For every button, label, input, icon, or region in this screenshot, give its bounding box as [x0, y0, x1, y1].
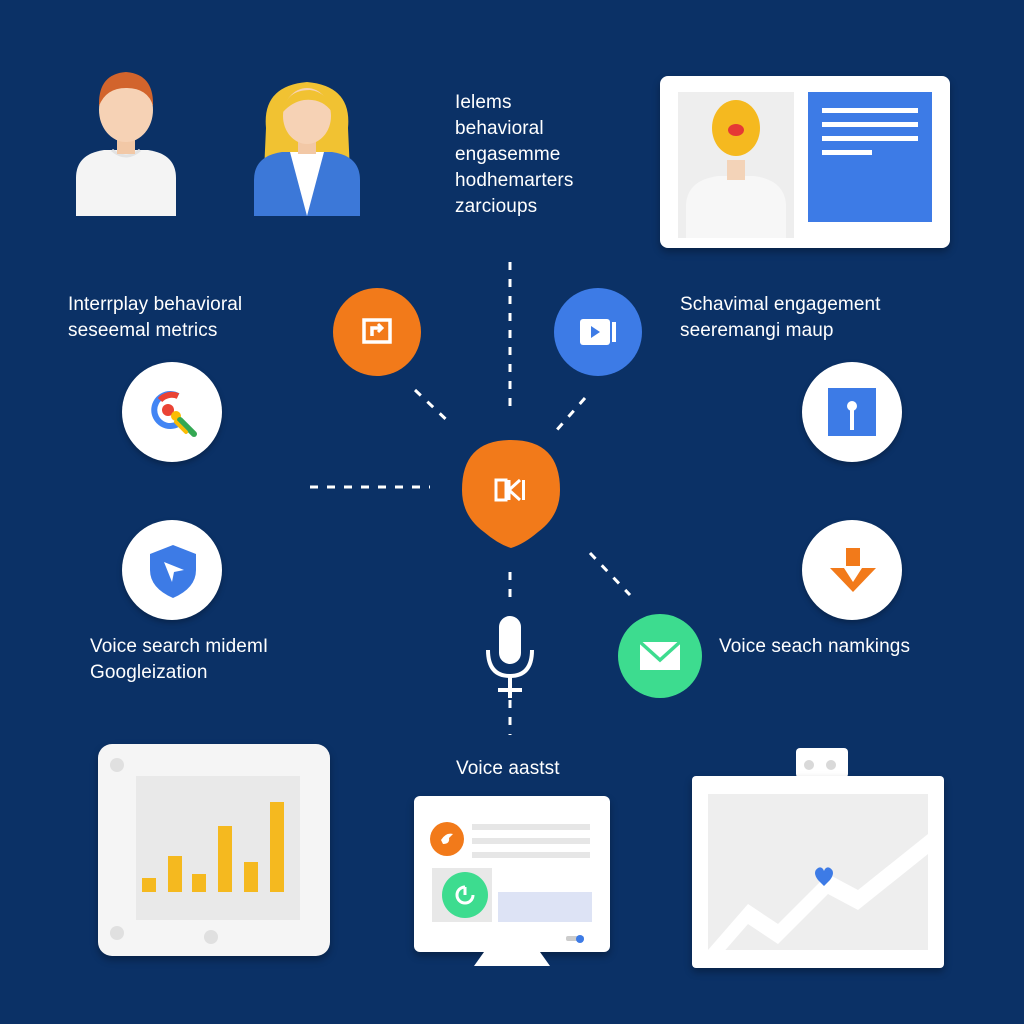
left-lower-line-1: Voice search midemI — [90, 636, 269, 657]
detail-line — [822, 122, 918, 127]
left-mid-line-2: seseemal metrics — [68, 320, 218, 341]
monitor-line — [472, 852, 590, 858]
download-node — [802, 520, 902, 620]
refresh-icon — [455, 885, 475, 905]
left-lower-label: Voice search midemI Googleization — [90, 634, 268, 686]
shield-node — [122, 520, 222, 620]
monitor-avatar — [430, 822, 464, 856]
microphone-icon — [486, 616, 534, 698]
bar-chart-device — [98, 744, 330, 956]
left-lower-line-2: Googleization — [90, 662, 208, 683]
board-screen — [708, 794, 928, 950]
right-lower-line-1: Voice seach namkings — [719, 636, 911, 657]
detail-line — [822, 108, 918, 113]
connector-upper-left — [413, 388, 454, 427]
right-mid-line-2: seeremangi maup — [680, 320, 834, 341]
shield-icon — [150, 545, 196, 598]
top-center-line-4: hodhemarters — [455, 170, 574, 191]
device-button — [110, 758, 124, 772]
chart-bar — [244, 862, 258, 892]
google-search-icon — [151, 391, 197, 437]
trend-graphic — [708, 834, 928, 950]
monitor-line — [472, 838, 590, 844]
top-center-line-5: zarciоups — [455, 196, 538, 217]
profile-details-panel — [808, 92, 932, 222]
board — [692, 776, 944, 968]
board-clip — [796, 748, 848, 778]
monitor-content-block — [498, 892, 592, 922]
chart-bar — [142, 878, 156, 892]
center-node — [458, 436, 564, 550]
lock-node — [802, 362, 902, 462]
profile-card — [660, 76, 950, 248]
mail-node — [618, 614, 702, 698]
refresh-box-icon — [362, 318, 392, 344]
connector-lower-right — [588, 551, 632, 597]
download-arrow-icon — [830, 548, 876, 592]
monitor-indicator-dot — [576, 935, 584, 943]
orange-node — [333, 288, 421, 376]
bird-icon — [441, 833, 453, 844]
lock-icon — [828, 388, 876, 436]
clip-dot — [804, 760, 814, 770]
clip-dot — [826, 760, 836, 770]
chart-bar — [192, 874, 206, 892]
device-button — [204, 930, 218, 944]
monitor-green-avatar — [442, 872, 488, 918]
mail-icon — [638, 640, 682, 670]
right-mid-line-1: Schavimal engagement — [680, 294, 881, 315]
chart-bar — [218, 826, 232, 892]
monitor — [414, 796, 610, 952]
monitor-indicator — [566, 936, 584, 941]
bar-chart-graphic — [142, 802, 284, 892]
left-mid-label: Interrplay behavioral seseemal metrics — [68, 292, 242, 344]
male-user-icon — [76, 72, 176, 216]
profile-photo — [678, 92, 794, 238]
device-button — [110, 926, 124, 940]
profile-avatar-icon — [686, 100, 786, 238]
monitor-thumbnail — [432, 868, 492, 922]
detail-line-short — [822, 150, 872, 155]
top-center-line-3: engasemme — [455, 144, 561, 165]
search-node — [122, 362, 222, 462]
right-mid-label: Schavimal engagement seeremangi maup — [680, 292, 881, 344]
chart-screen — [136, 776, 300, 920]
right-lower-label: Voice seach namkings — [719, 634, 910, 660]
center-pin-shape — [462, 440, 560, 548]
monitor-stand — [474, 952, 550, 966]
video-play-icon — [580, 319, 616, 345]
chart-bar — [168, 856, 182, 892]
detail-line — [822, 136, 918, 141]
top-center-label: Ielems behavioral engasemme hodhemarters… — [455, 90, 573, 220]
left-mid-line-1: Interrplay behavioral — [68, 294, 243, 315]
chart-bar — [270, 802, 284, 892]
bottom-center-label: Voice aastst — [456, 756, 560, 782]
bottom-center-line-1: Voice aastst — [456, 758, 560, 779]
top-center-line-2: behavioral — [455, 118, 544, 139]
female-user-icon — [254, 82, 360, 216]
play-skip-icon — [494, 478, 525, 502]
blue-node — [554, 288, 642, 376]
top-center-line-1: Ielems — [455, 92, 512, 113]
monitor-line — [472, 824, 590, 830]
connector-upper-right — [553, 397, 587, 433]
